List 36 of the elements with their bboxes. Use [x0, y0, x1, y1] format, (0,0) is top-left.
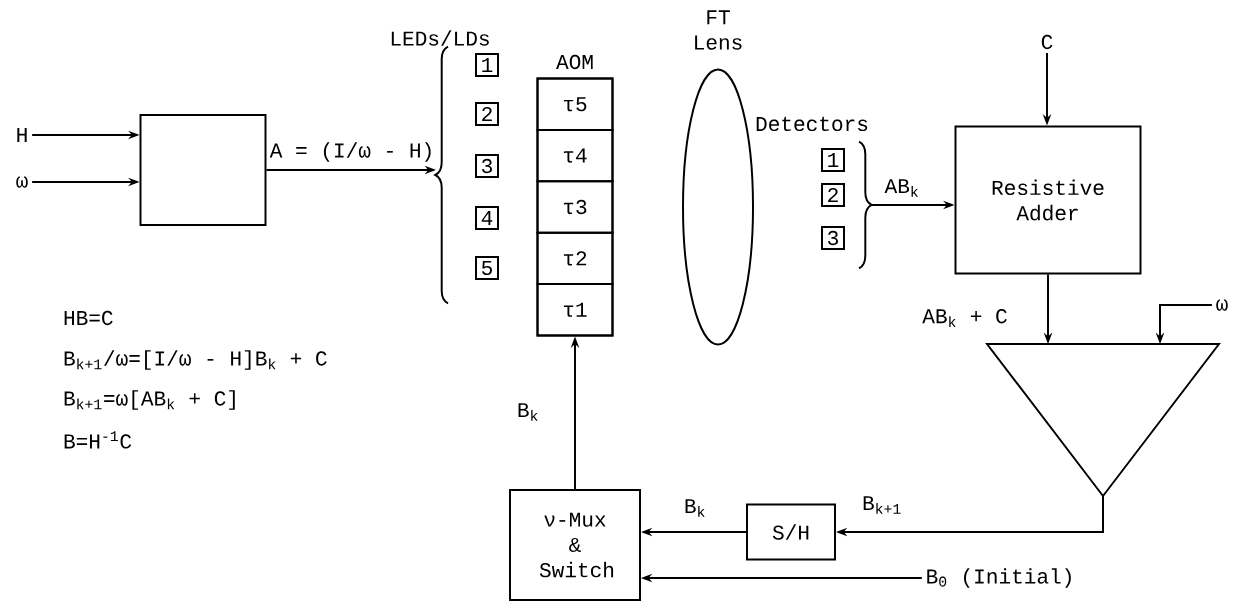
equation: B$_{k+1}$/ω=[I/ω - H]B$_{k}$ + C: [64, 350, 327, 370]
signal-label: ω: [1216, 299, 1228, 311]
edge-label: AB$_{k}$ + C: [920, 307, 1010, 329]
modulator-cell: τ4: [536, 128, 614, 183]
heading: AOM: [556, 54, 593, 70]
modulator-cell: τ1: [536, 283, 614, 337]
equation: B$_{k+1}$=ω[AB$_{k}$ + C]: [64, 390, 235, 410]
numbered-square: 3: [475, 154, 499, 178]
numbered-square: 4: [475, 206, 499, 230]
signal-label: C: [1041, 34, 1053, 50]
numbered-square: 3: [821, 226, 845, 250]
process-box: Resistive Adder: [954, 125, 1142, 275]
heading: Detectors: [756, 116, 868, 132]
edge-label: B$_{k}$: [682, 497, 708, 519]
process-box: ν-Mux & Switch: [509, 489, 641, 601]
signal-label: H: [17, 128, 27, 142]
edge-label: B$_{k}$: [515, 401, 541, 423]
numbered-square: 1: [475, 53, 499, 77]
modulator-cell: τ5: [536, 77, 614, 131]
numbered-square: 2: [821, 183, 845, 207]
numbered-square: 2: [475, 102, 499, 126]
heading: FT Lens: [695, 10, 742, 50]
edge-label: B$_{k+1}$: [860, 494, 904, 516]
edge-label: AB$_{k}$: [883, 177, 921, 199]
empty-box: [139, 114, 267, 226]
signal-label: B$_{0}$ (Initial): [927, 568, 1071, 588]
equation: B=H$^{-1}$C: [64, 431, 132, 449]
modulator-cell: τ3: [536, 180, 614, 234]
heading: LEDs/LDs: [391, 30, 489, 46]
process-box: S/H: [746, 503, 836, 561]
numbered-square: 1: [821, 148, 845, 172]
modulator-cell: τ2: [536, 231, 614, 286]
edge-label: A = (I/ω - H): [268, 140, 436, 164]
numbered-square: 5: [475, 256, 499, 280]
equation: HB=C: [64, 310, 113, 326]
signal-label: ω: [16, 176, 28, 188]
